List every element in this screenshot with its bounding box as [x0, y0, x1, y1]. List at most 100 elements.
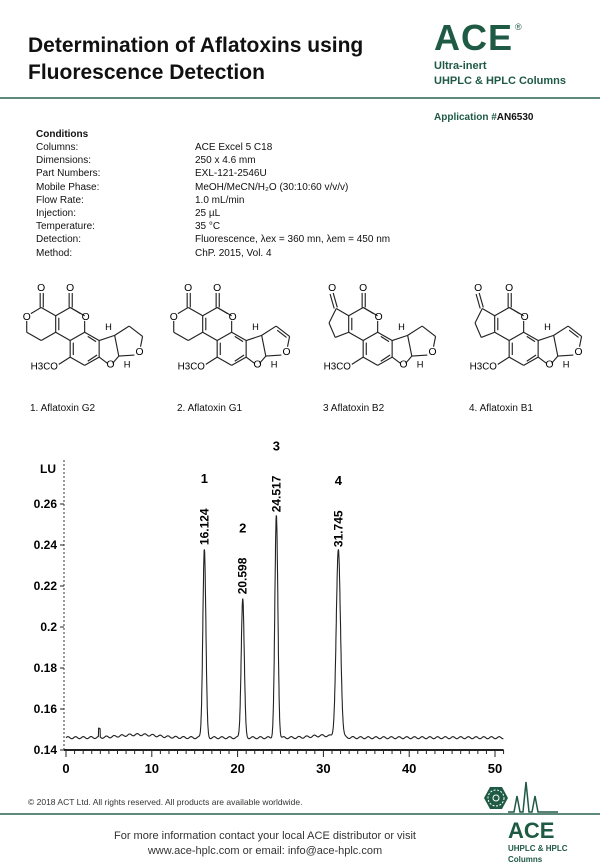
bond — [332, 292, 338, 308]
hydrogen-label: H — [398, 322, 405, 332]
bond — [526, 354, 537, 362]
bond — [377, 331, 393, 342]
bond — [231, 356, 247, 366]
oxygen-label: O — [375, 312, 383, 323]
hydrogen-label: H — [563, 359, 570, 369]
bond — [259, 355, 267, 364]
bond — [432, 336, 437, 347]
title-line-2: Fluorescence Detection — [28, 61, 265, 84]
footer-logo-tagline-2: Columns — [508, 855, 543, 864]
bond — [234, 354, 245, 362]
application-id: AN6530 — [496, 112, 534, 123]
bond — [391, 334, 408, 342]
hydrogen-label: H — [252, 322, 259, 332]
oxygen-label: O — [184, 284, 192, 294]
bond — [377, 356, 393, 366]
y-tick-label: 0.18 — [34, 661, 58, 675]
condition-value: EXL-121-2546U — [195, 168, 267, 180]
peak-retention-time: 31.745 — [331, 510, 345, 547]
bond — [481, 307, 495, 317]
bond — [526, 335, 536, 343]
oxygen-label: O — [229, 312, 237, 323]
y-tick-label: 0.24 — [34, 538, 58, 552]
peak-number: 4 — [335, 473, 343, 488]
condition-label: Temperature: — [36, 221, 95, 233]
oxygen-label: O — [253, 359, 261, 370]
bond — [55, 331, 71, 342]
bond — [567, 325, 582, 337]
bond — [187, 306, 203, 317]
bond — [351, 356, 364, 365]
condition-label: Columns: — [36, 142, 79, 153]
bond — [216, 306, 228, 315]
bond — [475, 293, 481, 309]
bond — [55, 306, 71, 317]
oxygen-label: O — [82, 312, 90, 323]
peak-retention-time: 24.517 — [269, 475, 283, 512]
bond — [362, 331, 378, 342]
bond — [265, 354, 282, 357]
oxygen-label: O — [282, 347, 290, 358]
bond — [84, 356, 100, 366]
bond — [245, 356, 255, 364]
bond — [87, 335, 97, 343]
bond — [202, 331, 218, 342]
oxygen-label: O — [66, 284, 74, 294]
oxygen-label: O — [505, 284, 513, 294]
hydrogen-label: H — [417, 359, 424, 369]
bond — [187, 331, 203, 342]
contact-line-2: www.ace-hplc.com or email: info@ace-hplc… — [147, 845, 383, 857]
condition-label: Dimensions: — [36, 155, 92, 167]
bond — [523, 331, 539, 342]
bond — [69, 356, 85, 366]
methoxy-label: H3CO — [178, 362, 206, 373]
bond — [87, 354, 98, 362]
y-tick-label: 0.22 — [34, 579, 58, 593]
bond — [494, 306, 510, 317]
bond — [69, 306, 81, 315]
oxygen-label: O — [574, 347, 582, 358]
bond — [84, 331, 100, 342]
bond — [114, 335, 120, 357]
bond — [421, 325, 436, 337]
condition-value: 35 °C — [195, 221, 221, 233]
compound-label: 3 Aflatoxin B2 — [323, 403, 385, 414]
oxygen-label: O — [359, 284, 367, 294]
compound-label: 4. Aflatoxin B1 — [469, 403, 533, 414]
bond — [380, 335, 390, 343]
footer-logo-tagline-1: UHPLC & HPLC — [508, 844, 568, 853]
peak-number: 2 — [239, 520, 246, 535]
bond — [69, 331, 85, 342]
compound-label: 2. Aflatoxin G1 — [177, 403, 243, 414]
methoxy-label: H3CO — [470, 362, 498, 373]
bond — [362, 356, 378, 366]
bond — [26, 331, 42, 342]
bond — [551, 355, 559, 364]
condition-value: 25 µL — [195, 208, 221, 219]
oxygen-label: O — [328, 284, 336, 294]
oxygen-label: O — [37, 284, 45, 294]
methoxy-label: H3CO — [31, 362, 59, 373]
bond — [177, 306, 189, 315]
page-title: Determination of Aflatoxins using Fluore… — [28, 32, 388, 86]
bond — [391, 356, 401, 364]
oxygen-label: O — [428, 347, 436, 358]
bond — [362, 306, 374, 315]
condition-label: Mobile Phase: — [36, 181, 100, 193]
oxygen-label: O — [135, 347, 143, 358]
bond — [98, 356, 108, 364]
bond — [329, 293, 335, 309]
y-tick-label: 0.2 — [40, 620, 57, 634]
condition-value: 250 x 4.6 mm — [195, 155, 256, 167]
copyright: © 2018 ACT Ltd. All rights reserved. All… — [28, 797, 303, 807]
x-tick-label: 30 — [316, 761, 330, 776]
application-number: Application #AN6530 — [434, 112, 534, 123]
bond — [478, 292, 484, 308]
bond — [275, 325, 290, 337]
bond — [411, 354, 428, 357]
bond — [508, 306, 520, 315]
conditions-heading: Conditions — [36, 129, 89, 140]
